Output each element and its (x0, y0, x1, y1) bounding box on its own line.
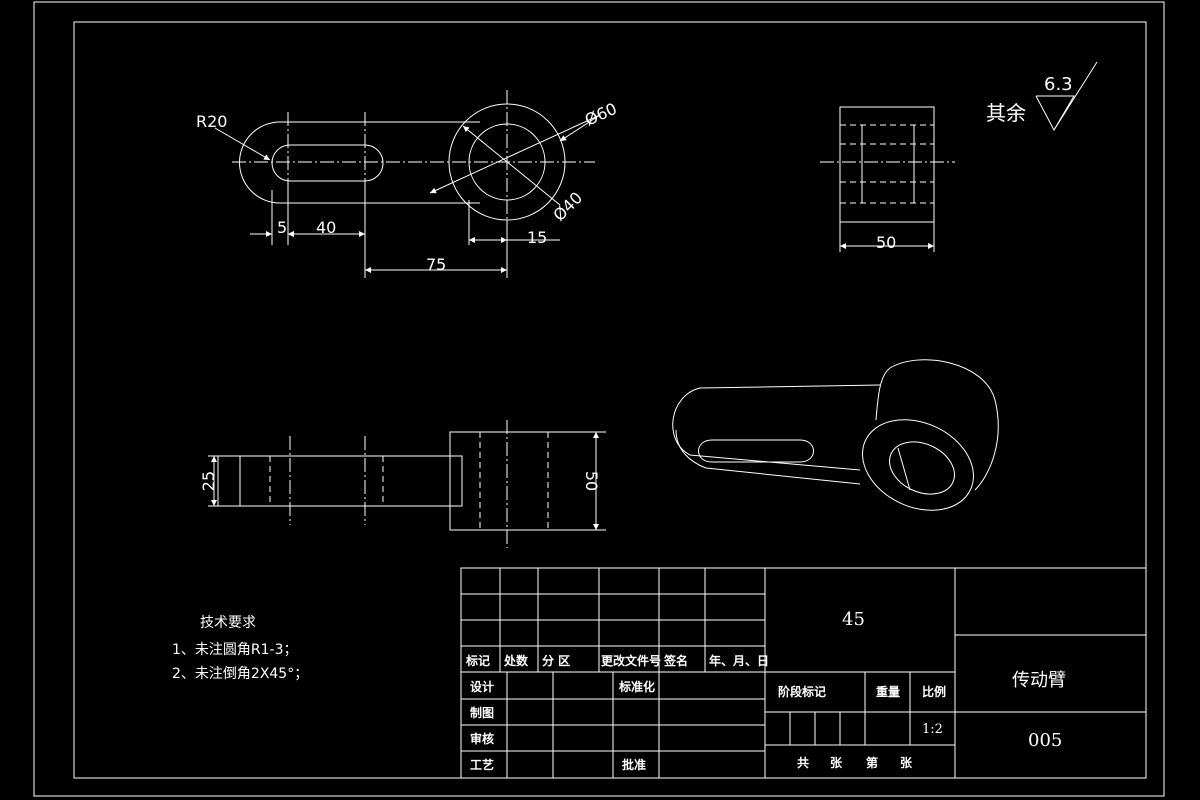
tb-sheets-unit: 张 (830, 755, 843, 770)
dim-50-side-view: 50 (876, 233, 896, 252)
tb-label-zone: 分 区 (542, 653, 570, 668)
tb-label-mark: 标记 (465, 653, 490, 668)
tech-req-title: 技术要求 (200, 615, 256, 631)
tb-label-signature: 签名 (663, 653, 688, 668)
tb-label-stage-mark: 阶段标记 (778, 684, 826, 699)
tb-label-standardize: 标准化 (618, 679, 655, 694)
tb-label-draw: 制图 (470, 705, 494, 720)
dim-40: 40 (316, 218, 336, 237)
tb-label-approve: 批准 (622, 757, 646, 772)
dim-d60: Ø60 (582, 99, 620, 130)
dim-50-front-view: 50 (582, 471, 601, 491)
title-block: 标记 处数 分 区 更改文件号 签名 年、月、日 设计 标准化 制图 审核 工艺… (460, 567, 1147, 779)
top-view (214, 90, 601, 278)
isometric-view (672, 359, 999, 511)
dim-r20: R20 (196, 112, 227, 131)
tb-label-count: 处数 (503, 653, 529, 668)
surface-finish-symbol: 其余 6.3 (986, 61, 1098, 132)
tb-sheet-unit2: 张 (900, 755, 913, 770)
tb-label-weight: 重量 (876, 684, 900, 699)
tb-sheets-total: 共 (797, 755, 809, 770)
tb-scale-value: 1:2 (922, 722, 943, 737)
finish-prefix: 其余 (986, 101, 1026, 125)
technical-requirements: 技术要求 1、未注圆角R1-3； 2、未注倒角2X45°； (172, 615, 308, 682)
dim-5: 5 (277, 218, 287, 237)
dim-15: 15 (527, 228, 547, 247)
tb-label-review: 审核 (470, 731, 494, 746)
dim-d40: Ø40 (549, 188, 586, 225)
tb-drawing-no: 005 (1028, 730, 1062, 751)
tb-sheet-no: 第 (866, 755, 878, 770)
side-view: 50 (820, 106, 955, 252)
dim-75: 75 (426, 255, 446, 274)
front-view: 25 50 (199, 420, 606, 548)
tb-label-process: 工艺 (470, 757, 494, 772)
top-view-dim-labels: R20 Ø60 Ø40 5 40 15 75 (196, 99, 620, 274)
tech-req-item-1: 1、未注圆角R1-3； (172, 642, 298, 658)
outer-frame (33, 1, 1165, 797)
finish-value: 6.3 (1044, 74, 1073, 95)
tech-req-item-2: 2、未注倒角2X45°； (172, 666, 308, 682)
tb-label-scale: 比例 (922, 684, 946, 699)
tb-label-date: 年、月、日 (709, 653, 769, 668)
tb-label-design: 设计 (470, 679, 494, 694)
tb-material: 45 (842, 609, 865, 630)
dim-25: 25 (199, 471, 218, 491)
tb-part-name: 传动臂 (1012, 670, 1066, 691)
tb-label-change-doc: 更改文件号 (601, 653, 661, 668)
